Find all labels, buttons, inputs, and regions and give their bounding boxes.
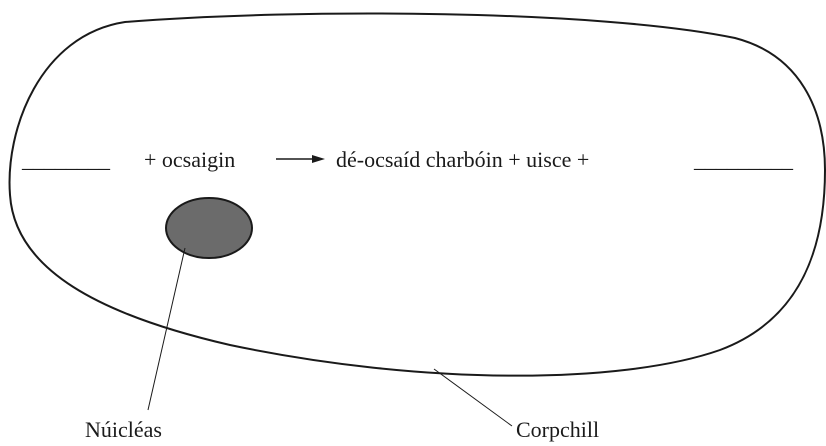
nucleus-leader-line bbox=[147, 247, 186, 411]
arrow-head bbox=[312, 155, 325, 163]
nucleus bbox=[165, 197, 253, 259]
equation-reactant-oxygen: + ocsaigin bbox=[144, 147, 235, 172]
reaction-arrow bbox=[276, 155, 325, 163]
equation-products: dé-ocsaíd charbóin + uisce + bbox=[336, 147, 589, 172]
cell-outline bbox=[8, 12, 826, 377]
cell-membrane-leader-line bbox=[433, 368, 513, 427]
equation-blank-right: _________ bbox=[693, 147, 794, 172]
equation-blank-left: ________ bbox=[21, 147, 111, 172]
nucleus-label: Núicléas bbox=[85, 417, 162, 442]
cell-membrane-label: Corpchill bbox=[516, 417, 599, 442]
